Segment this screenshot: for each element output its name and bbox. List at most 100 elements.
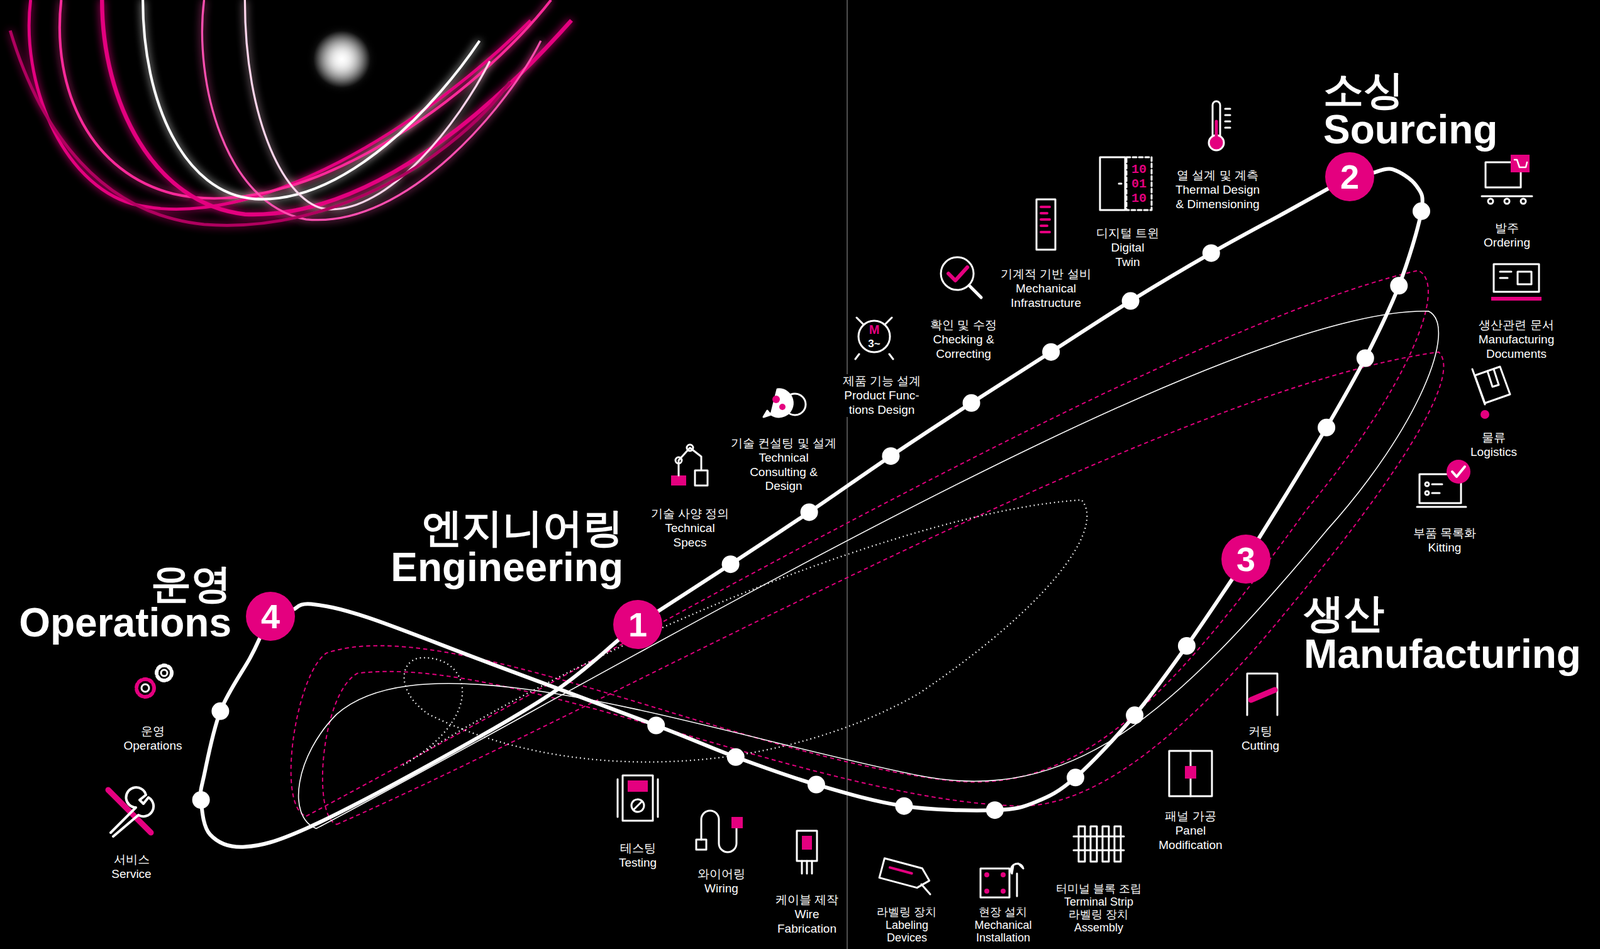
kitting-icon-part (1452, 466, 1465, 477)
label-tag-icon-part (879, 858, 933, 891)
light-streaks-part (201, 0, 541, 221)
logistics-icon-part (1474, 366, 1511, 404)
item-label: 기술 컨설팅 및 설계 (729, 436, 838, 451)
robot-arm-icon-part (694, 470, 708, 486)
digital-twin-icon (1100, 157, 1152, 211)
logistics-icon-part (1487, 369, 1499, 387)
gears-icon-part (136, 679, 155, 697)
documents-icon-part (1493, 264, 1539, 292)
digital-twin-icon-part (1118, 183, 1122, 185)
item-label: Mechanical Installation (966, 918, 1041, 945)
logistics-icon-part (1480, 410, 1490, 419)
kitting-icon (1416, 459, 1471, 507)
item-label: 생산관련 문서 (1477, 318, 1555, 333)
service-tools-icon (108, 787, 154, 837)
multimeter-icon (617, 775, 658, 821)
ordering-icon-part (1504, 198, 1510, 204)
service-tools-icon-part (110, 787, 154, 837)
light-streaks-part (101, 0, 572, 215)
ruler-icon-part (1040, 206, 1050, 233)
motor-icon-part (855, 317, 894, 360)
cable-icon-part (796, 830, 817, 862)
item-label: Testing (617, 855, 658, 871)
item-label: 기술 사양 정의 (649, 506, 731, 522)
binary-text-column: 100110 (1131, 162, 1147, 206)
wiring-icon-part (696, 839, 707, 850)
step-dot (1356, 349, 1375, 368)
item-label: 라벨링 장치 (875, 905, 938, 919)
consulting-icon (763, 389, 806, 417)
kitting-icon-part (1432, 484, 1443, 494)
stage-number: 3 (1236, 539, 1256, 579)
magnifier-check-icon-part (969, 285, 982, 298)
cable-icon-part (801, 861, 812, 874)
stage-circle: 1엔지니어링Engineering (613, 600, 663, 650)
kitting-icon-part (1425, 491, 1429, 495)
ordering-icon-part (1520, 198, 1526, 204)
item-label: 와이어링 (696, 867, 747, 882)
thermometer-icon (1208, 101, 1231, 151)
light-streaks-part (10, 30, 511, 226)
robot-arm-icon-part (675, 457, 682, 464)
thermometer-icon-part (1225, 108, 1231, 128)
installation-icon-part (1000, 872, 1006, 878)
item-label: Cutting (1240, 738, 1281, 754)
step-dot (1202, 244, 1221, 262)
terminal-strip-icon-part (1102, 826, 1109, 862)
step-dot (881, 447, 900, 465)
item-label-group: 제품 기능 설계Product Func- tions Design (831, 374, 933, 417)
ordering-icon (1481, 154, 1533, 204)
stage-heading: 생산 (1303, 593, 1385, 634)
stage-number: 2 (1340, 157, 1360, 197)
kitting-icon-part (1446, 459, 1471, 484)
item-label-group: 테스팅Testing (587, 841, 689, 871)
ruler-icon (1036, 199, 1056, 250)
binary-text: 10 (1131, 162, 1147, 177)
inner-loops-part (322, 352, 1445, 825)
step-dot (1389, 276, 1408, 295)
ordering-icon-part (1481, 195, 1533, 198)
item-label: Digital Twin (1101, 240, 1155, 270)
stage-heading: 운영 (150, 563, 232, 604)
stage-circle: 4운영Operations (245, 591, 295, 641)
gears-icon-part (156, 665, 172, 681)
label-tag-icon (879, 858, 933, 895)
item-label-group: 열 설계 및 계측Thermal Design & Dimensioning (1167, 168, 1268, 212)
consulting-icon-part (772, 395, 780, 404)
stage-heading: Operations (18, 602, 232, 643)
item-label: 발주 (1493, 221, 1521, 236)
motor-icon (855, 317, 894, 360)
item-label: 운영 (139, 724, 167, 739)
loop-connector (200, 638, 619, 848)
multimeter-icon-part (633, 801, 642, 810)
item-label-group: 물류Logistics (1443, 430, 1545, 460)
item-label-group: 기계적 기반 설비Mechanical Infrastructure (995, 267, 1097, 311)
robot-arm-icon (671, 444, 708, 486)
item-label: Panel Modification (1154, 823, 1227, 853)
item-label-group: 부품 목록화Kitting (1394, 526, 1495, 556)
item-label: Labeling Devices (874, 918, 940, 945)
item-label-group: 생산관련 문서Manufacturing Documents (1466, 318, 1567, 362)
stage-number: 4 (261, 596, 280, 636)
item-label: Service (110, 867, 153, 882)
icon-text: M (869, 323, 880, 336)
step-dot (894, 797, 913, 816)
label-tag-icon-part (921, 884, 931, 895)
step-dot (1125, 706, 1144, 724)
binary-text: 01 (1131, 176, 1147, 192)
logistics-icon (1472, 366, 1511, 419)
step-dot (800, 503, 819, 521)
wiring-icon-part (701, 810, 737, 853)
robot-arm-icon-part (686, 444, 694, 451)
gears-icon-part (141, 684, 150, 692)
item-label: 디지털 트윈 (1094, 226, 1161, 241)
stage-heading: 소싱 (1323, 69, 1404, 111)
item-label: 라벨링 장치 (1067, 908, 1130, 922)
divider-line (846, 0, 848, 949)
icon-text: 3~ (867, 338, 880, 350)
multimeter-icon-part (627, 780, 648, 792)
item-label-group: 기술 사양 정의Technical Specs (639, 506, 741, 550)
item-label: Terminal Strip (1062, 895, 1135, 909)
consulting-icon-part (779, 403, 786, 411)
item-label: 터미널 블록 조립 (1054, 882, 1143, 896)
